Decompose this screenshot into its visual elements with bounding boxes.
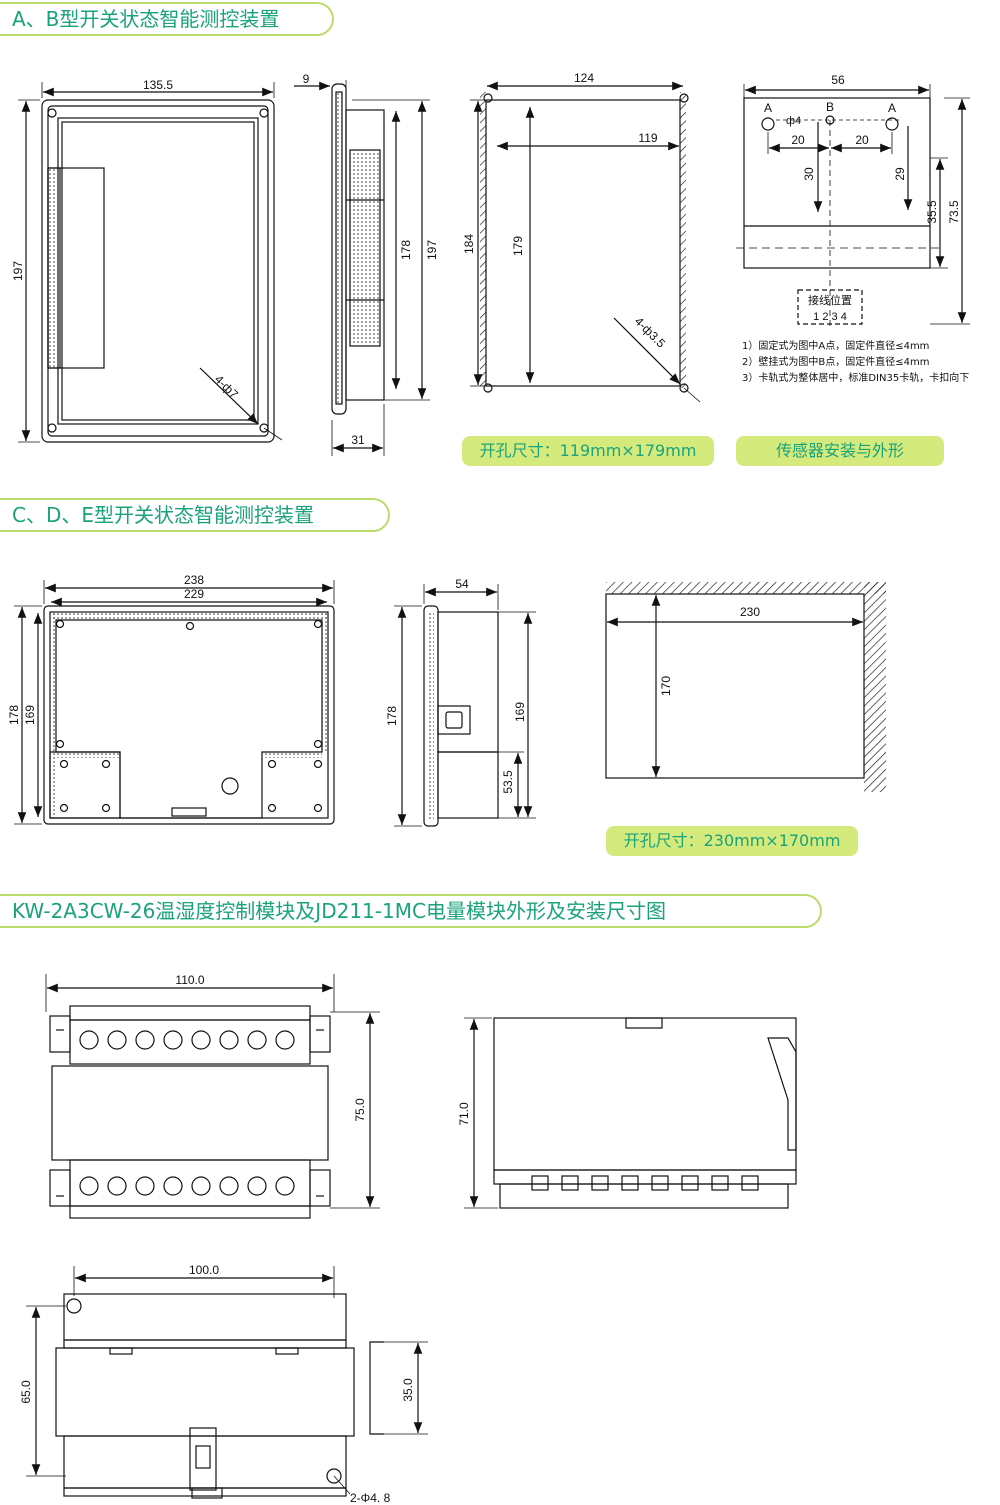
dim-kw-side-height: 71.0	[457, 1102, 471, 1126]
dim-ab-height: 197	[11, 261, 25, 281]
dim-ab-cut-w: 124	[574, 71, 594, 85]
dim-kw-height: 75.0	[353, 1098, 367, 1122]
sensor-point-b: B	[826, 100, 834, 114]
dim-kw-bottom-height: 65.0	[19, 1380, 33, 1404]
dim-cde-side-h2: 169	[513, 702, 527, 722]
kw-mount-view	[26, 1266, 428, 1499]
dim-sensor-73-5: 73.5	[947, 200, 961, 224]
sensor-point-a2: A	[888, 101, 896, 115]
dim-ab-holes: 4-ф7	[212, 372, 241, 401]
dim-cde-h2: 169	[23, 705, 37, 725]
dim-cde-side-h3: 53.5	[501, 770, 515, 794]
cde-cutout-view	[605, 582, 886, 792]
dim-kw-rail: 35.0	[401, 1378, 415, 1402]
dim-ab-cut-holes: 4-ф3.5	[632, 314, 668, 350]
dim-cde-cut-h: 170	[659, 676, 673, 696]
cutout-size-cde: 开孔尺寸：230mm×170mm	[606, 826, 858, 856]
sensor-note-2: 2）壁挂式为图中B点，固定件直径≤4mm	[742, 357, 930, 368]
sensor-terminal-numbers: 1 2 3 4	[813, 311, 847, 323]
cde-side-view	[394, 584, 536, 827]
dim-kw-width: 110.0	[175, 973, 204, 987]
dim-cde-w1: 238	[184, 573, 204, 587]
dim-ab-side-h1: 178	[399, 240, 413, 260]
sensor-view	[736, 84, 970, 330]
ab-side-view	[294, 80, 430, 456]
dim-sensor-29: 29	[893, 167, 907, 181]
dim-sensor-35-5: 35.5	[925, 200, 939, 224]
kw-side-view	[464, 1017, 797, 1209]
dim-sensor-20a: 20	[791, 133, 805, 147]
dim-ab-side-h2: 197	[425, 240, 439, 260]
sensor-note-1: 1）固定式为图中A点，固定件直径≤4mm	[742, 341, 930, 352]
sensor-note-3: 3）卡轨式为整体居中，标准DIN35卡轨，卡扣向下	[742, 373, 970, 384]
section-title-ab: A、B型开关状态智能测控装置	[0, 2, 334, 36]
sensor-install-label: 传感器安装与外形	[736, 436, 944, 466]
section-title-cde: C、D、E型开关状态智能测控装置	[0, 498, 390, 532]
sensor-wiring-label: 接线位置	[808, 293, 852, 307]
kw-front-view	[45, 974, 380, 1219]
cutout-size-ab: 开孔尺寸：119mm×179mm	[462, 436, 714, 466]
dim-ab-cut-w2: 119	[638, 131, 657, 145]
dim-sensor-w: 56	[831, 73, 845, 87]
cde-front-view	[14, 580, 335, 825]
dim-cde-side-h: 178	[385, 706, 399, 726]
dim-sensor-phi: ф4	[786, 115, 801, 127]
sensor-point-a1: A	[764, 101, 772, 115]
dim-ab-width: 135.5	[143, 78, 173, 92]
dim-ab-cut-h: 184	[462, 234, 476, 254]
dim-sensor-30: 30	[802, 167, 816, 181]
dim-ab-thickness: 9	[303, 72, 310, 86]
dim-ab-cut-h2: 179	[511, 236, 525, 256]
ab-front-view	[18, 82, 283, 443]
dim-cde-cut-w: 230	[740, 605, 760, 619]
dim-cde-h1: 178	[7, 705, 21, 725]
section-title-kw: KW-2A3CW-26温湿度控制模块及JD211-1MC电量模块外形及安装尺寸图	[0, 894, 822, 928]
dim-kw-bottom-width: 100.0	[189, 1263, 219, 1277]
ab-cutout-view	[470, 81, 701, 403]
dim-cde-w2: 229	[184, 587, 204, 601]
dim-cde-side-depth: 54	[455, 577, 469, 591]
dim-sensor-20b: 20	[855, 133, 869, 147]
dim-ab-depth: 31	[351, 433, 365, 447]
dim-kw-mount-holes: 2-Φ4. 8	[350, 1491, 391, 1505]
